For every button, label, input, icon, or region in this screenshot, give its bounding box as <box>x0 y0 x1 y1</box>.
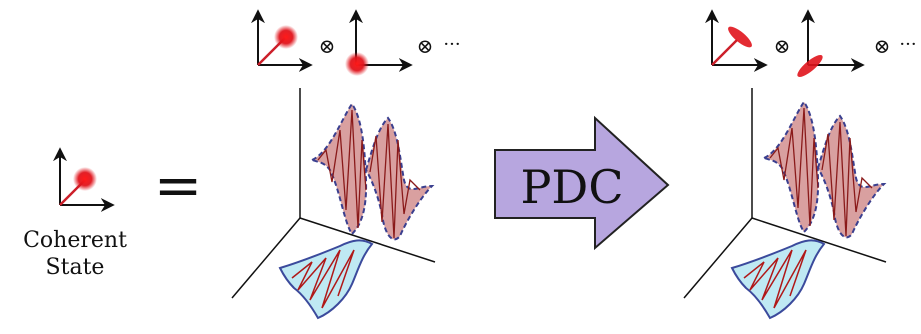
out-wave-packet-group <box>761 100 887 239</box>
floor-blob <box>278 239 374 320</box>
equals-sign: = <box>154 151 203 219</box>
floor-inner <box>291 249 355 309</box>
floor-axis-right <box>299 217 436 263</box>
out-mode2-squeezed <box>797 55 823 77</box>
tensor-symbol-3: ⊗ <box>774 34 791 58</box>
coherent-label-line2: State <box>46 255 105 280</box>
wave-inner-2 <box>369 123 421 239</box>
out-floor-distribution <box>730 239 826 320</box>
mode2-dot <box>345 52 369 76</box>
out-wave-inner-2 <box>821 121 873 237</box>
floor-distribution <box>278 239 374 320</box>
pdc-arrow: PDC <box>494 115 670 251</box>
floor-axis-left <box>231 217 301 299</box>
out-wave-inner-1 <box>769 107 819 227</box>
tensor-symbol-2: ⊗ <box>417 34 434 58</box>
tensor-symbol-1: ⊗ <box>319 34 336 58</box>
output-modes-row: ⊗ ⊗ ··· <box>705 9 917 77</box>
coherent-dot <box>73 167 97 191</box>
out-floor-axis-right <box>751 217 887 263</box>
pdc-label: PDC <box>520 160 623 214</box>
ellipsis-2: ··· <box>899 34 916 55</box>
pdc-arrow-shape <box>494 115 670 251</box>
mode1-dot <box>274 25 298 49</box>
tensor-symbol-4: ⊗ <box>874 34 891 58</box>
ellipsis-1: ··· <box>443 34 460 55</box>
squeezed-3d-plot <box>683 88 887 320</box>
coherent-3d-plot <box>231 88 436 320</box>
out-mode1-squeezed <box>728 26 752 48</box>
coherent-state-phase-icon <box>53 147 115 212</box>
out-floor-inner <box>743 249 807 309</box>
out-mode1-displacement <box>711 39 738 66</box>
wave-inner-1 <box>317 109 367 229</box>
out-floor-blob <box>730 239 826 320</box>
input-modes-row: ⊗ ⊗ ··· <box>251 9 461 76</box>
wave-packet-group <box>309 102 435 241</box>
coherent-label-line1: Coherent <box>23 228 127 253</box>
out-floor-axis-left <box>683 217 753 299</box>
